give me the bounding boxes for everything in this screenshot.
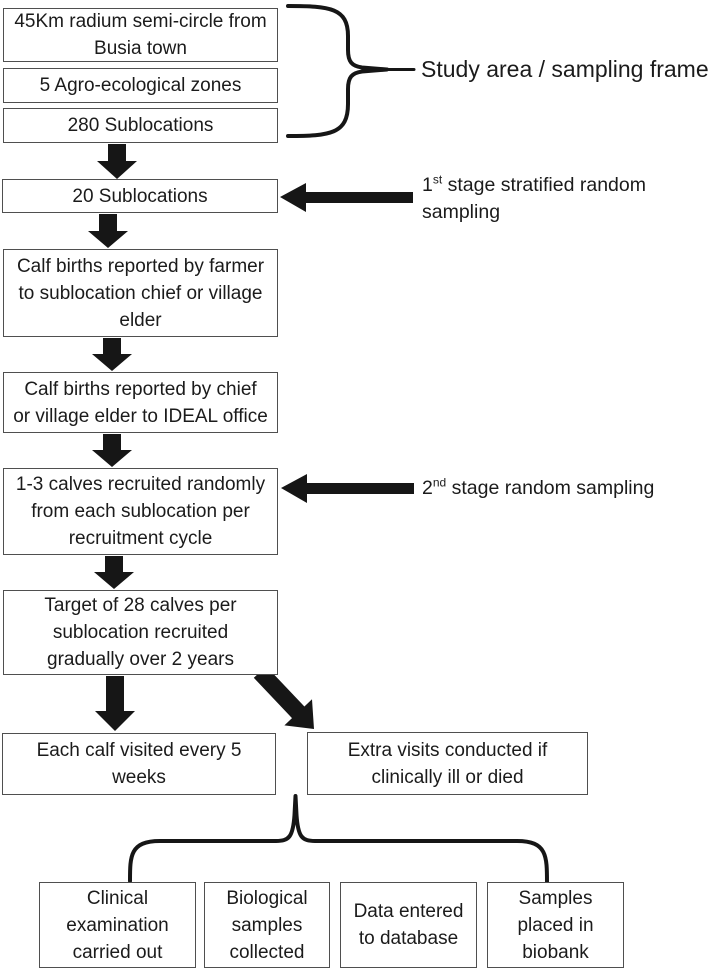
arrow-left-stage1-icon (280, 183, 413, 212)
box-calves-recruited: 1-3 calves recruited randomly from each … (3, 468, 278, 555)
box-agro-ecological-zones: 5 Agro-ecological zones (3, 68, 278, 103)
curly-brace-right-icon (286, 4, 389, 138)
stage2-sampling-label: 2nd stage random sampling (422, 475, 702, 502)
box-extra-visits: Extra visits conducted if clinically ill… (307, 732, 588, 795)
box-biological-samples: Biological samples collected (204, 882, 330, 968)
arrow-down-icon (94, 556, 134, 589)
stage2-ordinal: nd (432, 475, 447, 490)
arrow-diagonal-down-right-icon (253, 666, 314, 729)
box-45km-radius: 45Km radium semi-circle from Busia town (3, 8, 278, 62)
box-20-sublocations: 20 Sublocations (2, 179, 278, 213)
arrow-down-icon (92, 338, 132, 371)
stage1-number: 1 (422, 174, 433, 196)
box-clinical-examination: Clinical examination carried out (39, 882, 196, 968)
box-data-entered: Data entered to database (340, 882, 477, 968)
box-280-sublocations: 280 Sublocations (3, 108, 278, 143)
curly-brace-up-icon (128, 794, 549, 885)
arrow-down-icon (97, 144, 137, 179)
arrow-down-icon (92, 434, 132, 467)
box-births-reported-chief: Calf births reported by chief or village… (3, 372, 278, 433)
box-target-28-calves: Target of 28 calves per sublocation recr… (3, 590, 278, 675)
stage1-sampling-label: 1st stage stratified random sampling (422, 172, 692, 226)
arrow-down-icon (95, 676, 135, 731)
box-routine-visits: Each calf visited every 5 weeks (2, 733, 276, 795)
arrow-left-stage2-icon (281, 474, 414, 503)
stage1-text: stage stratified random sampling (422, 174, 646, 223)
study-area-label: Study area / sampling frame (421, 56, 709, 82)
box-births-reported-farmer: Calf births reported by farmer to subloc… (3, 249, 278, 337)
stage2-number: 2 (422, 477, 433, 499)
box-samples-biobank: Samples placed in biobank (487, 882, 624, 968)
stage1-ordinal: st (432, 172, 443, 187)
stage2-text: stage random sampling (446, 477, 655, 499)
arrow-down-icon (88, 214, 128, 248)
